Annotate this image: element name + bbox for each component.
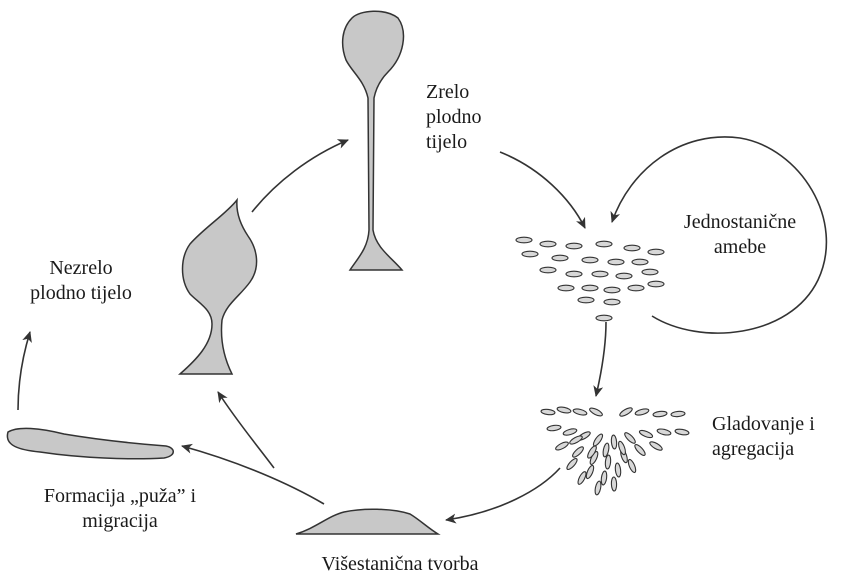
mature-fruiting-body-shape xyxy=(343,11,404,270)
cell xyxy=(627,459,637,474)
cell xyxy=(592,433,604,447)
cell xyxy=(615,463,622,478)
cell xyxy=(653,411,668,418)
cell xyxy=(563,428,578,437)
cell xyxy=(639,429,654,439)
cell xyxy=(619,406,634,417)
cell xyxy=(608,259,624,265)
cell xyxy=(582,257,598,263)
label-immature-fruiting-body: Nezrelo plodno tijelo xyxy=(6,256,156,306)
cell xyxy=(541,409,556,416)
arrow-amoebae-to-aggregation xyxy=(596,322,606,396)
label-multicellular-mound: Višestanična tvorba xyxy=(270,552,530,577)
cell xyxy=(566,271,582,277)
cell xyxy=(642,269,658,275)
amoebae-cluster xyxy=(516,237,664,321)
cell xyxy=(576,471,587,486)
cell xyxy=(633,443,646,457)
cell xyxy=(565,457,578,471)
cell xyxy=(522,251,538,257)
slug-shape xyxy=(7,428,173,458)
cell xyxy=(596,315,612,321)
cell xyxy=(592,271,608,277)
cell xyxy=(648,281,664,287)
arrow-mound-to-immature xyxy=(218,392,274,468)
cell xyxy=(600,471,607,486)
cell xyxy=(635,408,650,417)
cell xyxy=(552,255,568,261)
cell xyxy=(594,481,602,496)
cell xyxy=(557,406,572,414)
cell xyxy=(671,411,685,417)
cell xyxy=(649,440,664,452)
cell xyxy=(604,299,620,305)
cell xyxy=(540,241,556,247)
cell xyxy=(675,428,690,435)
cell xyxy=(582,285,598,291)
cell xyxy=(624,245,640,251)
mound-shape xyxy=(296,509,438,534)
cell xyxy=(657,428,672,436)
cell xyxy=(566,243,582,249)
cell xyxy=(632,259,648,265)
cell xyxy=(604,287,620,293)
cell xyxy=(573,408,588,416)
label-starvation-aggregation: Gladovanje i agregacija xyxy=(712,412,815,462)
label-mature-fruiting-body: Zrelo plodno tijelo xyxy=(426,80,482,155)
arrow-mature-to-amoebae xyxy=(500,152,585,228)
cell xyxy=(611,477,617,491)
cell xyxy=(628,285,644,291)
cell xyxy=(516,237,532,243)
arrow-immature-to-mature xyxy=(252,140,348,212)
cell xyxy=(589,407,604,418)
cell xyxy=(555,440,570,451)
cell xyxy=(571,445,585,458)
cell xyxy=(617,441,627,456)
cell xyxy=(648,249,664,255)
cell xyxy=(585,465,595,480)
cell xyxy=(578,297,594,303)
cell xyxy=(569,434,584,445)
cell xyxy=(623,431,637,445)
arrow-slug-to-immature xyxy=(18,332,30,410)
cell xyxy=(611,435,617,449)
aggregation-cluster xyxy=(541,406,690,495)
cell xyxy=(558,285,574,291)
cell xyxy=(540,267,556,273)
immature-fruiting-body-shape xyxy=(180,200,257,374)
label-unicellular-amoebae: Jednostanične amebe xyxy=(672,210,808,260)
cell xyxy=(547,424,562,431)
label-slug-migration: Formacija „puža” i migracija xyxy=(4,484,236,534)
cell xyxy=(596,241,612,247)
arrow-aggregation-to-mound xyxy=(446,468,560,520)
cell xyxy=(616,273,632,279)
